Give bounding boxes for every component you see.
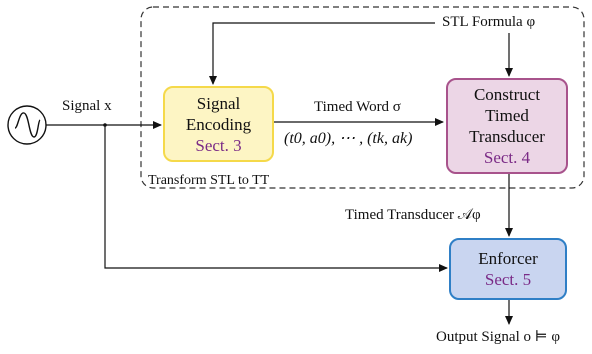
transform-region-label: Transform STL to TT <box>148 173 270 188</box>
edge-formula-to-encoding <box>209 22 435 85</box>
junction-dot <box>103 123 107 127</box>
timed-word-label: Timed Word σ <box>314 99 401 115</box>
stl-formula-label: STL Formula φ <box>442 14 536 30</box>
signal-encoding-node: Signal Encoding Sect. 3 <box>163 86 274 162</box>
construct-tt-line1: Construct <box>473 85 541 104</box>
timed-word-sequence: (t0, a0), ⋯ , (tk, ak) <box>284 130 413 147</box>
signal-encoding-sect: Sect. 3 <box>195 135 242 155</box>
signal-encoding-line2: Encoding <box>185 114 252 134</box>
signal-input-label: Signal x <box>62 98 112 114</box>
construct-tt-node: Construct Timed Transducer Sect. 4 <box>446 78 568 174</box>
construct-tt-sect: Sect. 4 <box>483 148 531 167</box>
construct-tt-line3: Transducer <box>469 127 545 146</box>
timed-transducer-label: Timed Transducer 𝒜φ <box>345 207 481 223</box>
sine-wave-icon <box>7 105 47 145</box>
construct-tt-line2: Timed <box>485 106 529 125</box>
output-signal-label: Output Signal o ⊨ φ <box>436 329 561 345</box>
edge-signal-to-enforcer <box>104 125 448 272</box>
signal-encoding-line1: Signal <box>196 93 241 113</box>
enforcer-node: Enforcer Sect. 5 <box>449 238 567 300</box>
enforcer-label: Enforcer <box>478 249 538 268</box>
transform-region-border <box>140 6 585 189</box>
enforcer-sect: Sect. 5 <box>484 270 532 289</box>
